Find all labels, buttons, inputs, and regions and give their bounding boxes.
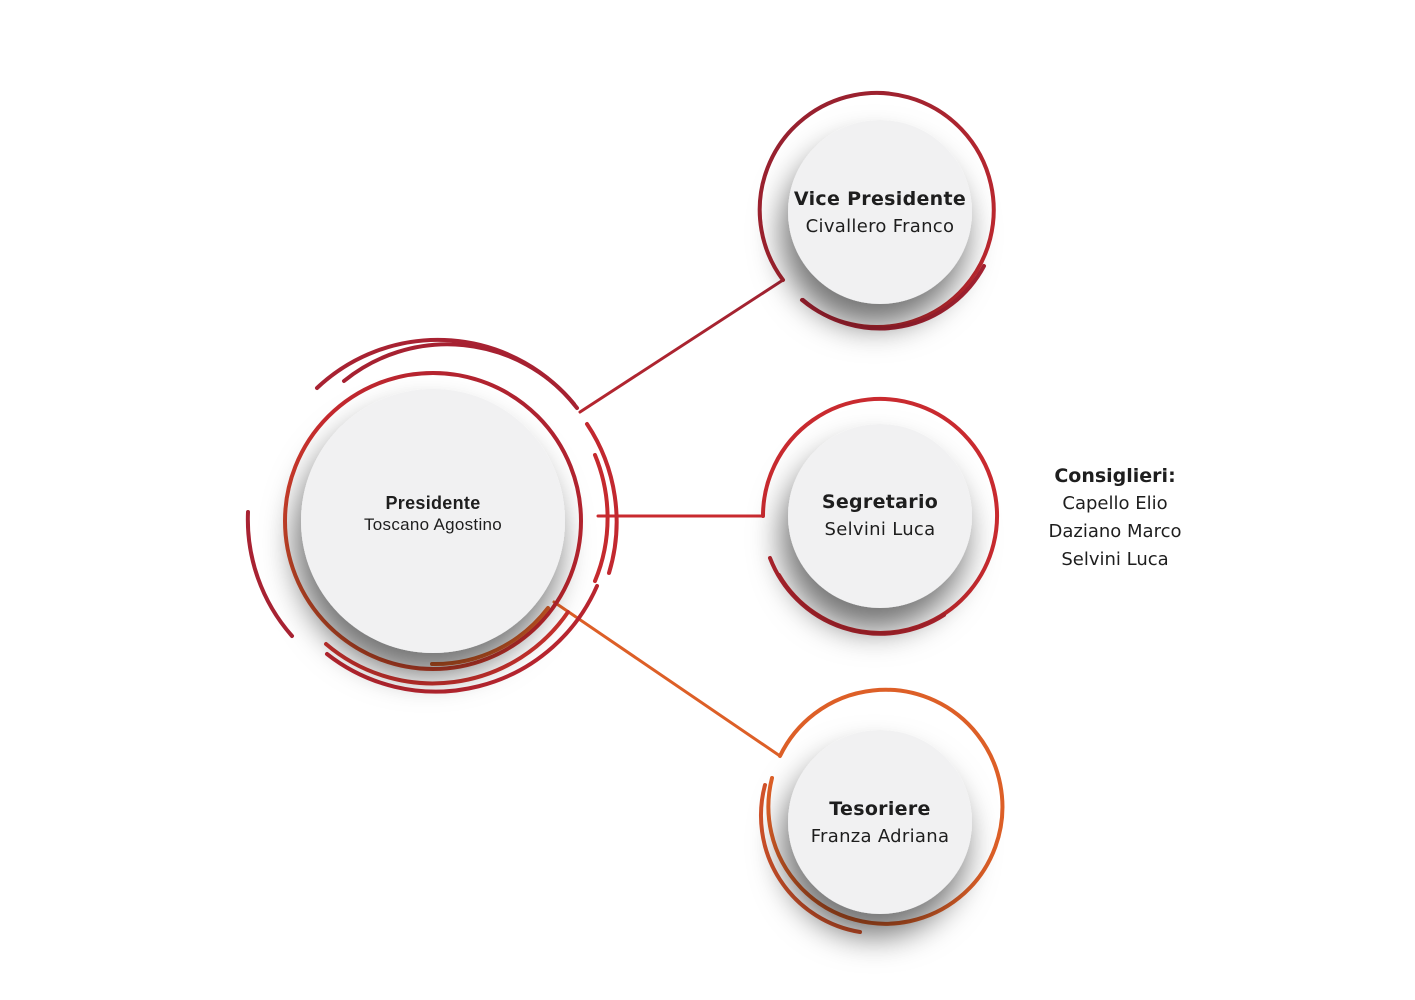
tesoriere-label: Tesoriere Franza Adriana: [780, 795, 980, 851]
consiglieri-list: Consiglieri: Capello Elio Daziano Marco …: [1015, 462, 1215, 574]
tesoriere-role: Tesoriere: [829, 798, 931, 820]
consigliere-item: Selvini Luca: [1061, 549, 1169, 570]
segretario-role: Segretario: [821, 491, 939, 513]
presidente-role: Presidente: [385, 493, 481, 513]
tesoriere-node: [759, 687, 1005, 934]
segretario-name: Selvini Luca: [824, 519, 936, 540]
presidente-name: Toscano Agostino: [363, 515, 503, 534]
vice-presidente-node: [757, 90, 996, 331]
presidente-label: Presidente Toscano Agostino: [313, 492, 553, 536]
vice-presidente-label: Vice Presidente Civallero Franco: [780, 185, 980, 241]
vice-presidente-role: Vice Presidente: [793, 188, 967, 210]
presidente-circle: [301, 389, 565, 653]
consigliere-item: Capello Elio: [1062, 493, 1168, 514]
tesoriere-name: Franza Adriana: [810, 826, 950, 847]
consigliere-item: Daziano Marco: [1048, 521, 1182, 542]
connector-tesoriere: [552, 600, 782, 758]
consiglieri-title: Consiglieri:: [1054, 465, 1176, 487]
segretario-label: Segretario Selvini Luca: [780, 488, 980, 544]
segretario-node: [761, 397, 999, 636]
presidente-rings: [245, 337, 619, 694]
vice-presidente-name: Civallero Franco: [805, 216, 955, 237]
connector-vice-presidente: [578, 278, 785, 414]
